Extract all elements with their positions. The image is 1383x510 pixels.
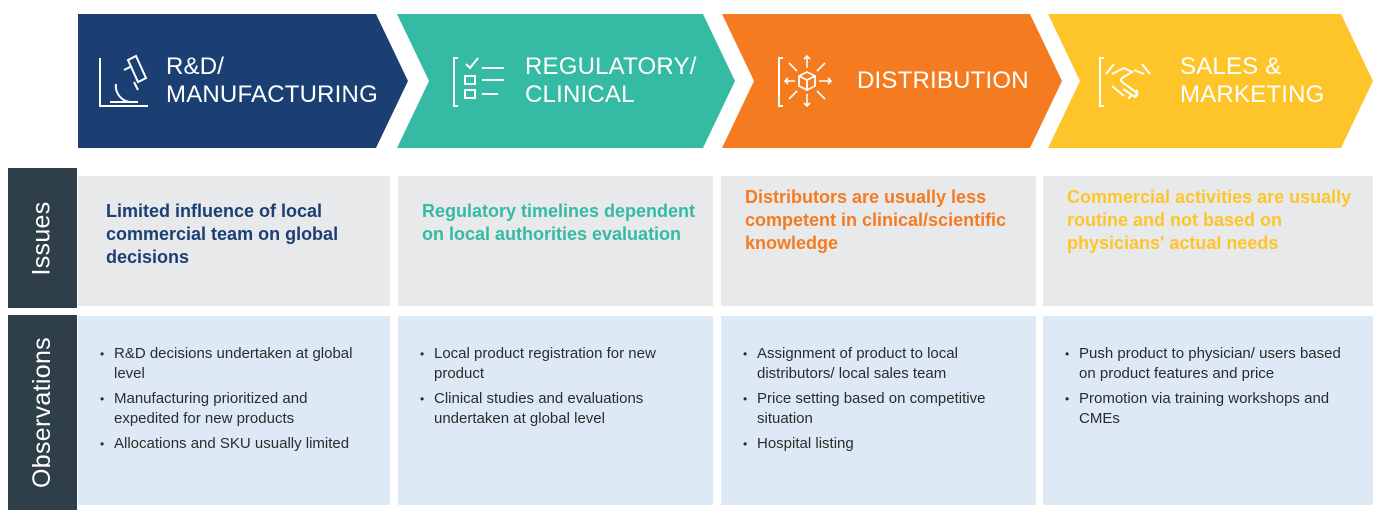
observation-list: R&D decisions undertaken at global level… bbox=[100, 344, 376, 459]
checklist-icon bbox=[453, 57, 504, 107]
chevron-shape bbox=[722, 14, 1062, 148]
observation-panel-regulatory: Local product registration for new produ… bbox=[398, 316, 713, 505]
observation-item: Clinical studies and evaluations underta… bbox=[420, 389, 699, 429]
issue-text: Limited influence of local commercial te… bbox=[106, 201, 339, 267]
observation-list: Assignment of product to local distribut… bbox=[743, 344, 1022, 459]
handshake-icon bbox=[1099, 57, 1151, 107]
issue-text: Regulatory timelines dependent on local … bbox=[422, 201, 696, 244]
observation-list: Push product to physician/ users based o… bbox=[1065, 344, 1359, 434]
stage-title: DISTRIBUTION bbox=[857, 67, 1029, 94]
issues-label: Issues bbox=[28, 200, 56, 276]
observation-item: Allocations and SKU usually limited bbox=[100, 434, 376, 454]
observation-item: Push product to physician/ users based o… bbox=[1065, 344, 1359, 384]
issue-panel-rd: Limited influence of local commercial te… bbox=[78, 176, 390, 306]
observation-item: Manufacturing prioritized and expedited … bbox=[100, 389, 376, 429]
stage-title: REGULATORY/ CLINICAL bbox=[525, 53, 697, 108]
observation-list: Local product registration for new produ… bbox=[420, 344, 699, 434]
observation-panel-rd: R&D decisions undertaken at global level… bbox=[78, 316, 390, 505]
issue-panel-sales: Commercial activities are usually routin… bbox=[1043, 176, 1373, 306]
chevron-shape bbox=[1048, 14, 1373, 148]
microscope-icon bbox=[99, 54, 148, 107]
observation-item: Hospital listing bbox=[743, 434, 1022, 454]
observation-item: Promotion via training workshops and CME… bbox=[1065, 389, 1359, 429]
chevron-shape bbox=[78, 14, 408, 148]
issue-text: Commercial activities are usually routin… bbox=[1067, 187, 1352, 253]
observation-item: Local product registration for new produ… bbox=[420, 344, 699, 384]
observation-item: R&D decisions undertaken at global level bbox=[100, 344, 376, 384]
observation-item: Price setting based on competitive situa… bbox=[743, 389, 1022, 429]
observations-row-label: Observations bbox=[8, 315, 77, 510]
issue-panel-regulatory: Regulatory timelines dependent on local … bbox=[398, 176, 713, 306]
distribution-box-icon bbox=[778, 54, 833, 108]
stage-title: SALES & MARKETING bbox=[1180, 53, 1325, 108]
issues-row-label: Issues bbox=[8, 168, 77, 308]
issue-text: Distributors are usually less competent … bbox=[745, 187, 1007, 253]
chevron-shape bbox=[397, 14, 735, 148]
stage-chevron-4: SALES & MARKETING bbox=[1048, 14, 1373, 148]
observation-item: Assignment of product to local distribut… bbox=[743, 344, 1022, 384]
issue-panel-distribution: Distributors are usually less competent … bbox=[721, 176, 1036, 306]
observation-panel-distribution: Assignment of product to local distribut… bbox=[721, 316, 1036, 505]
stage-chevron-2: REGULATORY/ CLINICAL bbox=[397, 14, 735, 148]
stage-title: R&D/ MANUFACTURING bbox=[166, 53, 378, 108]
observations-label: Observations bbox=[28, 337, 57, 488]
observation-panel-sales: Push product to physician/ users based o… bbox=[1043, 316, 1373, 505]
stage-chevron-3: DISTRIBUTION bbox=[722, 14, 1062, 148]
stage-chevron-1: R&D/ MANUFACTURING bbox=[78, 14, 408, 148]
